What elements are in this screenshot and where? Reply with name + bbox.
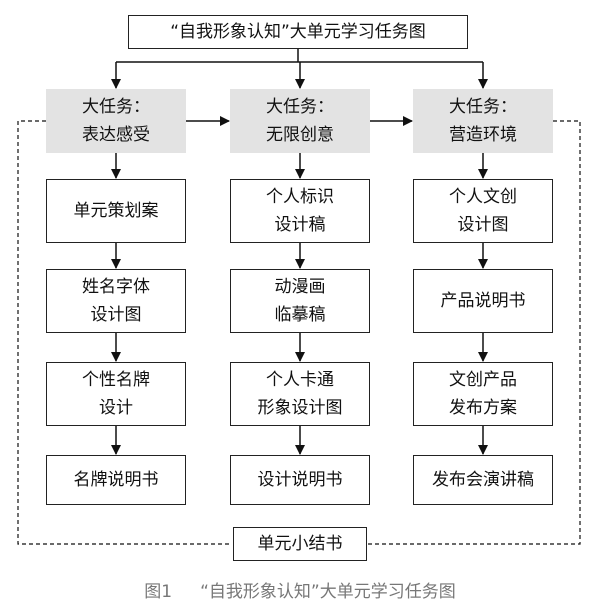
step-box-3-4: 发布会演讲稿 — [413, 455, 553, 505]
dashed-loop-left — [17, 120, 232, 545]
step-box-2-2: 动漫画 临摹稿 — [230, 269, 370, 333]
task-box-3: 大任务： 营造环境 — [413, 89, 553, 153]
diagram-title-box: “自我形象认知”大单元学习任务图 — [128, 15, 468, 49]
step-box-1-1: 单元策划案 — [46, 179, 186, 243]
figure-caption: 图1 “自我形象认知”大单元学习任务图 — [0, 577, 600, 602]
task-box-2: 大任务： 无限创意 — [230, 89, 370, 153]
summary-box: 单元小结书 — [233, 527, 367, 561]
step-box-2-1: 个人标识 设计稿 — [230, 179, 370, 243]
step-box-3-1: 个人文创 设计图 — [413, 179, 553, 243]
step-box-1-4: 名牌说明书 — [46, 455, 186, 505]
step-box-2-3: 个人卡通 形象设计图 — [230, 362, 370, 426]
task-box-1: 大任务： 表达感受 — [46, 89, 186, 153]
step-box-2-4: 设计说明书 — [230, 455, 370, 505]
step-box-3-2: 产品说明书 — [413, 269, 553, 333]
step-box-1-2: 姓名字体 设计图 — [46, 269, 186, 333]
caption-text: “自我形象认知”大单元学习任务图 — [200, 582, 456, 602]
dashed-loop-right — [368, 120, 581, 545]
step-box-3-3: 文创产品 发布方案 — [413, 362, 553, 426]
step-box-1-3: 个性名牌 设计 — [46, 362, 186, 426]
caption-label: 图1 — [144, 582, 173, 602]
